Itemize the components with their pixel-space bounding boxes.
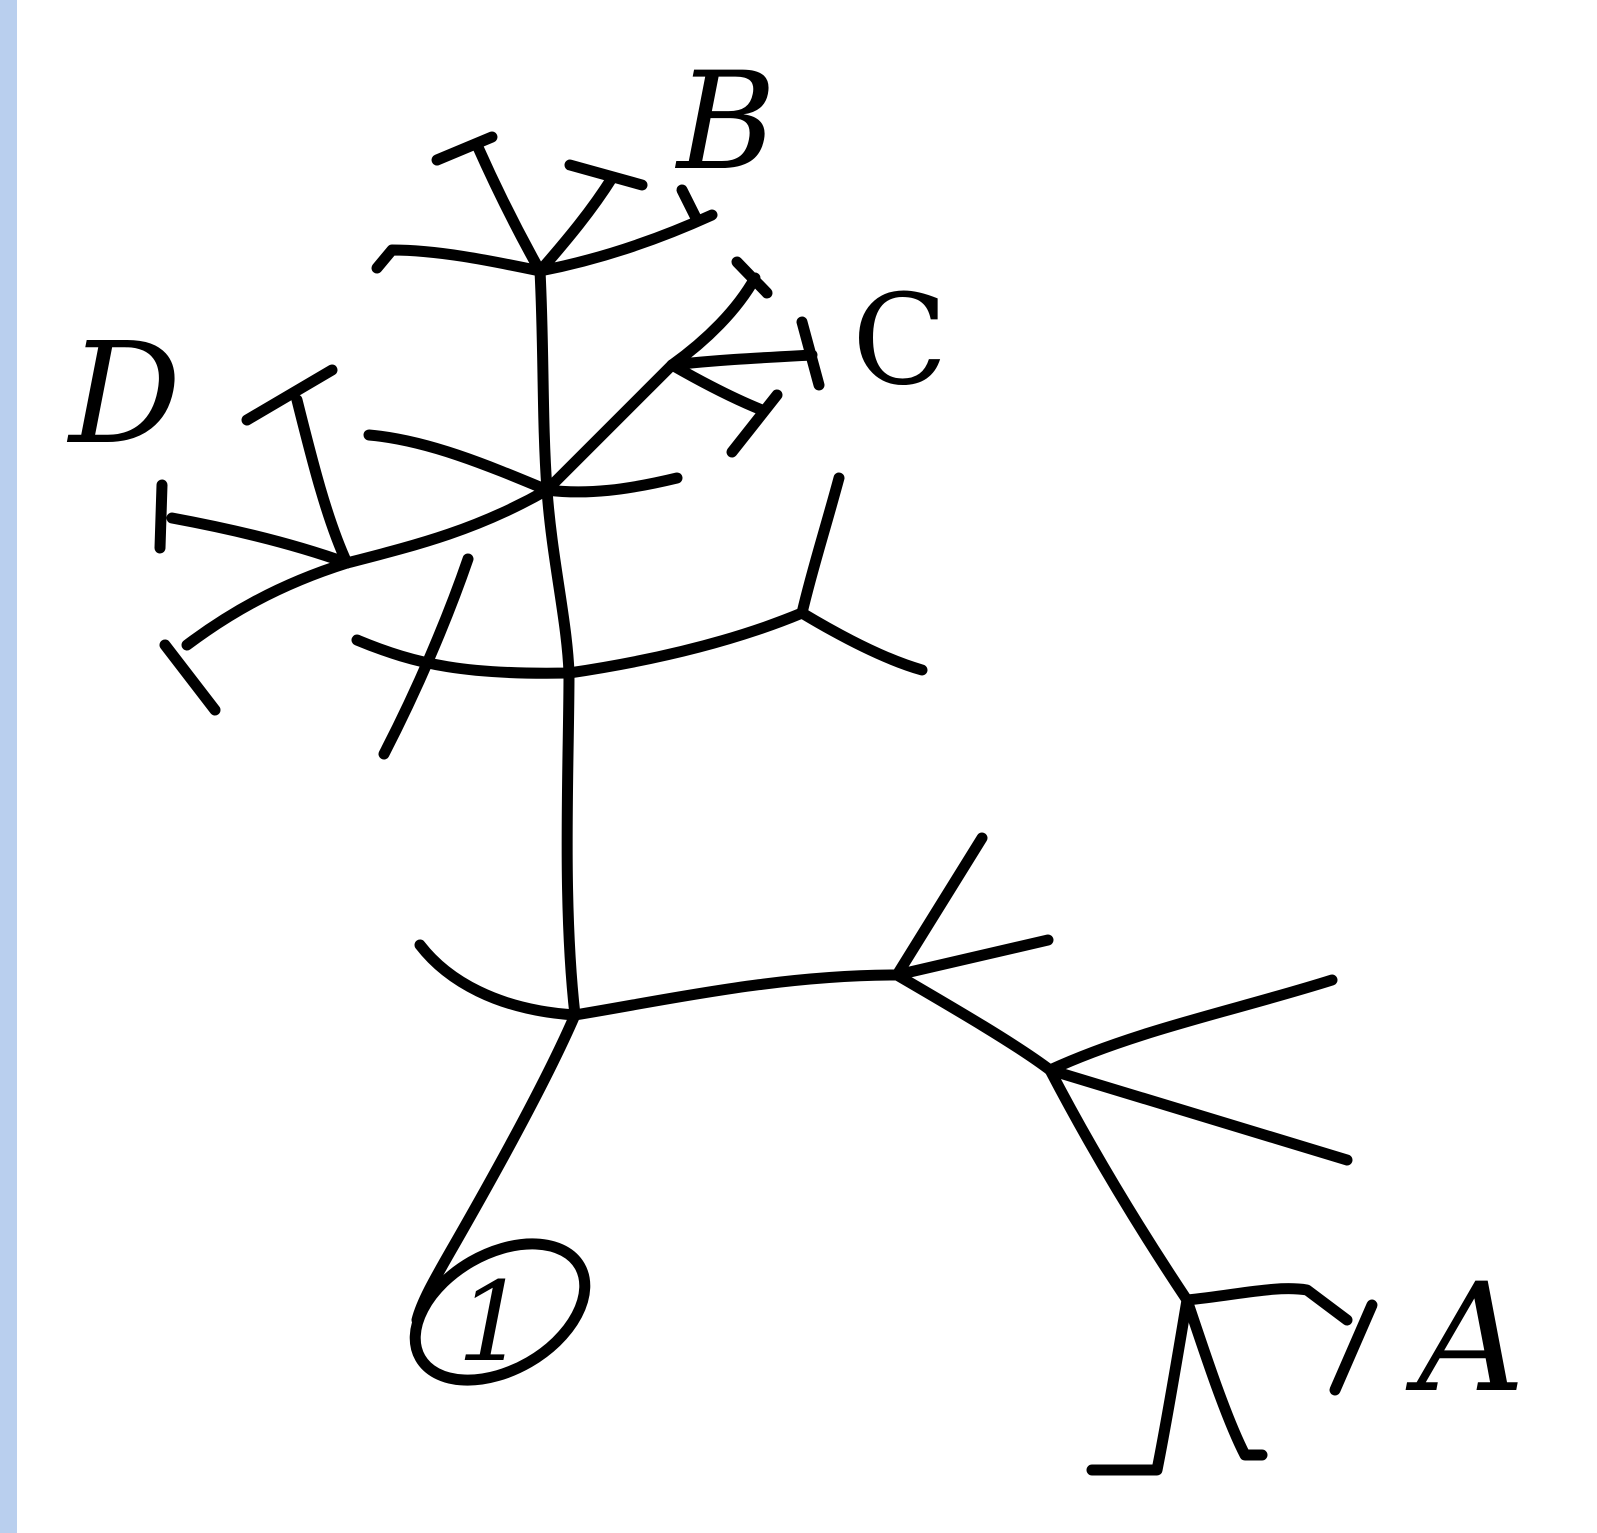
d-clade-mid-bar: [160, 485, 162, 548]
lower-right-branch: [575, 975, 897, 1015]
label-a: A: [1405, 1252, 1525, 1426]
middle-right-down-twig: [802, 613, 922, 670]
a-clade-right-tip: [1187, 1289, 1347, 1320]
d-clade-branch: [187, 490, 547, 645]
c-clade-stem-2: [672, 355, 812, 365]
tree-svg: 1 A B C D: [17, 0, 1597, 1533]
label-b: B: [674, 43, 776, 200]
a-clade-left-tip: [1092, 1300, 1187, 1470]
left-accent-bar: [0, 0, 17, 1533]
top-left-twig: [377, 250, 540, 271]
middle-right-up-twig: [802, 478, 839, 613]
main-trunk: [540, 271, 575, 1015]
c-clade-branch: [547, 365, 672, 490]
d-clade-upper-stem: [297, 400, 347, 563]
d-inner-branch: [369, 435, 547, 490]
right-mid-branch: [897, 975, 1050, 1070]
label-root: 1: [457, 1258, 527, 1386]
mid-right-short-twig: [547, 478, 677, 492]
label-d: D: [66, 313, 181, 476]
c-clade-stem-3: [672, 365, 762, 410]
top-mid-left-twig: [477, 145, 540, 271]
c-clade-stem-1: [672, 278, 755, 365]
d-clade-upper-bar: [247, 370, 332, 420]
a-clade-mid-tip: [1187, 1300, 1262, 1455]
lower-left-branch: [420, 945, 575, 1015]
d-clade-lower-bar: [165, 645, 215, 710]
label-c: C: [852, 268, 948, 413]
far-right-twig-upper: [1050, 980, 1332, 1070]
tree-diagram: 1 A B C D: [17, 0, 1597, 1533]
d-clade-mid-stem: [172, 518, 347, 563]
